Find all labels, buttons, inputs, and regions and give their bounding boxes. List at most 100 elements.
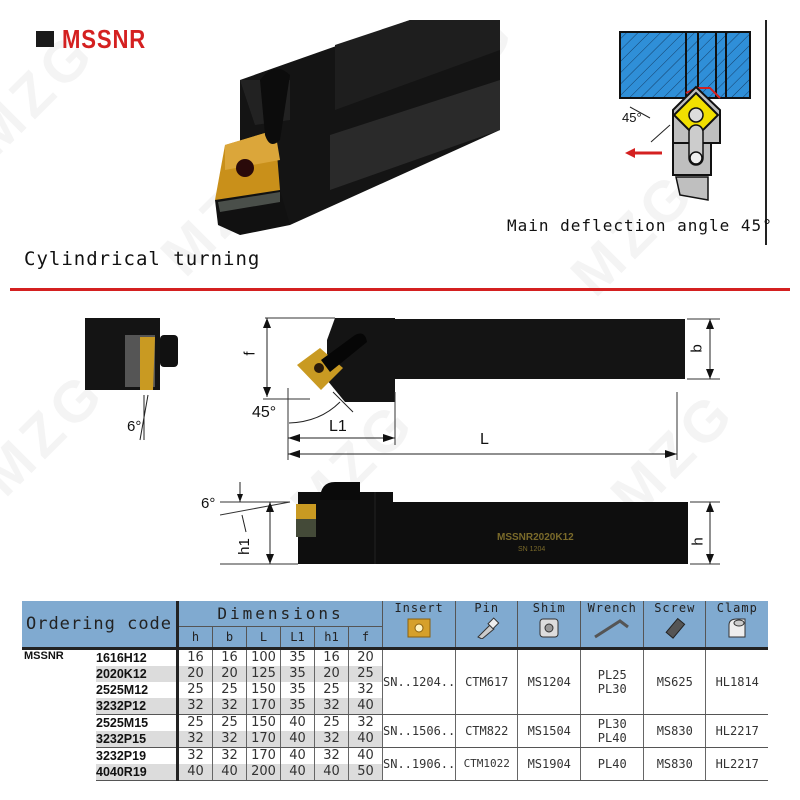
dim-col-L1: L1 bbox=[280, 625, 315, 650]
L-label: L bbox=[480, 431, 489, 448]
clamp-header: Clamp bbox=[705, 601, 769, 650]
dim-value: 32 bbox=[212, 730, 247, 748]
table-row: 2020K12 20 20 125 35 20 25 bbox=[22, 665, 768, 682]
dim-col-L: L bbox=[246, 625, 281, 650]
dim-value: 35 bbox=[280, 697, 315, 715]
insert-icon bbox=[407, 618, 431, 638]
table-row: 3232P12 32 32 170 35 32 40 bbox=[22, 697, 768, 715]
dim-value: 40 bbox=[314, 763, 349, 781]
dim-value: 20 bbox=[176, 665, 213, 682]
h1-label: h1 bbox=[235, 538, 253, 555]
dim-value: 35 bbox=[280, 681, 315, 698]
dim-value: 25 bbox=[212, 681, 247, 698]
dim-value: 20 bbox=[348, 648, 383, 666]
dim-value: 25 bbox=[348, 665, 383, 682]
product-photo bbox=[215, 20, 500, 235]
dim-value: 150 bbox=[246, 714, 281, 731]
clamp-value: HL2217 bbox=[705, 747, 769, 781]
table-row: 3232P19 32 32 170 40 32 40 SN..1906.. CT… bbox=[22, 747, 769, 781]
dim-value: 150 bbox=[246, 681, 281, 698]
dim-value: 125 bbox=[246, 665, 281, 682]
end-view-drawing bbox=[85, 318, 178, 441]
clamp-value: HL2217 bbox=[705, 714, 769, 748]
insert-value: SN..1506.. bbox=[381, 714, 456, 748]
shim-header: Shim bbox=[517, 601, 581, 650]
shim-value: MS1904 bbox=[517, 747, 581, 781]
dim-value: 25 bbox=[176, 714, 213, 731]
pin-value: CTM617 bbox=[455, 648, 518, 715]
page-title: MSSNR bbox=[62, 24, 147, 54]
table-row: 4040R19 40 40 200 40 40 50 bbox=[22, 763, 768, 781]
screw-value: MS830 bbox=[643, 747, 706, 781]
dim-value: 40 bbox=[212, 763, 247, 781]
table-row: 3232P15 32 32 170 40 32 40 bbox=[22, 730, 768, 748]
ordering-code: 3232P19 bbox=[96, 748, 147, 763]
schematic-caption: Main deflection angle 45° bbox=[507, 216, 773, 235]
ordering-code: 2020K12 bbox=[96, 665, 178, 682]
dim-value: 35 bbox=[280, 648, 315, 666]
pin-value: CTM1022 bbox=[455, 747, 518, 781]
ordering-code: 1616H12 bbox=[96, 650, 147, 665]
dim-value: 100 bbox=[246, 648, 281, 666]
dim-col-b: b bbox=[212, 625, 247, 650]
f-label: f bbox=[241, 351, 259, 356]
L1-label: L1 bbox=[329, 418, 347, 435]
dim-col-h1: h1 bbox=[314, 625, 349, 650]
dim-value: 16 bbox=[176, 648, 213, 666]
dim-value: 40 bbox=[280, 763, 315, 781]
dim-value: 32 bbox=[314, 697, 349, 715]
dim-value: 170 bbox=[246, 730, 281, 748]
table-row: 2525M12 25 25 150 35 25 32 bbox=[22, 681, 768, 698]
side-view-drawing bbox=[220, 482, 720, 565]
ordering-code: 2525M15 bbox=[96, 715, 149, 730]
dim-value: 40 bbox=[176, 763, 213, 781]
dim-value: 32 bbox=[314, 747, 349, 764]
dim-value: 25 bbox=[176, 681, 213, 698]
wrench-value: PL40 bbox=[580, 747, 644, 781]
dim-value: 32 bbox=[212, 697, 247, 715]
side-angle-label: 6° bbox=[201, 495, 216, 512]
dim-value: 16 bbox=[212, 648, 247, 666]
dim-value: 32 bbox=[348, 681, 383, 698]
dim-value: 25 bbox=[212, 714, 247, 731]
schematic-angle-label: 45° bbox=[622, 110, 642, 125]
dim-value: 200 bbox=[246, 763, 281, 781]
screw-value: MS830 bbox=[643, 714, 706, 748]
wrench-value: PL25 PL30 bbox=[580, 648, 644, 715]
dim-col-f: f bbox=[348, 625, 383, 650]
ordering-code: 3232P15 bbox=[96, 730, 178, 748]
ordering-code-header: Ordering code bbox=[22, 601, 178, 650]
dim-value: 32 bbox=[176, 697, 213, 715]
dim-value: 25 bbox=[314, 681, 349, 698]
dim-value: 16 bbox=[314, 648, 349, 666]
photo-caption: Cylindrical turning bbox=[24, 248, 261, 270]
shim-icon bbox=[539, 618, 559, 638]
dim-value: 20 bbox=[314, 665, 349, 682]
section-divider bbox=[10, 288, 790, 291]
dim-value: 40 bbox=[348, 747, 383, 764]
dim-value: 32 bbox=[176, 730, 213, 748]
dim-value: 20 bbox=[212, 665, 247, 682]
ordering-code: 4040R19 bbox=[96, 763, 178, 781]
divider bbox=[765, 20, 767, 245]
title-bullet-icon bbox=[36, 31, 54, 47]
dim-value: 32 bbox=[212, 747, 247, 764]
cutting-schematic bbox=[619, 31, 751, 201]
tool-sub-marking: SN 1204 bbox=[518, 546, 546, 553]
top-angle-label: 45° bbox=[252, 404, 277, 421]
pin-icon bbox=[476, 617, 500, 639]
table-row: 2525M15 25 25 150 40 25 32 SN..1506.. CT… bbox=[22, 714, 769, 748]
shim-value: MS1204 bbox=[517, 648, 581, 715]
clamp-icon bbox=[728, 618, 746, 638]
dim-value: 40 bbox=[348, 697, 383, 715]
insert-header: Insert bbox=[381, 601, 456, 650]
table-row: MSSNR 1616H12 16 16 100 35 16 20 SN..120… bbox=[22, 648, 769, 715]
insert-value: SN..1204.. bbox=[381, 648, 456, 715]
top-view-drawing bbox=[263, 317, 720, 460]
h-label: h bbox=[689, 537, 707, 546]
shim-value: MS1504 bbox=[517, 714, 581, 748]
dim-value: 32 bbox=[348, 714, 383, 731]
dim-col-h: h bbox=[176, 625, 213, 650]
insert-value: SN..1906.. bbox=[381, 747, 456, 781]
clamp-value: HL1814 bbox=[705, 648, 769, 715]
